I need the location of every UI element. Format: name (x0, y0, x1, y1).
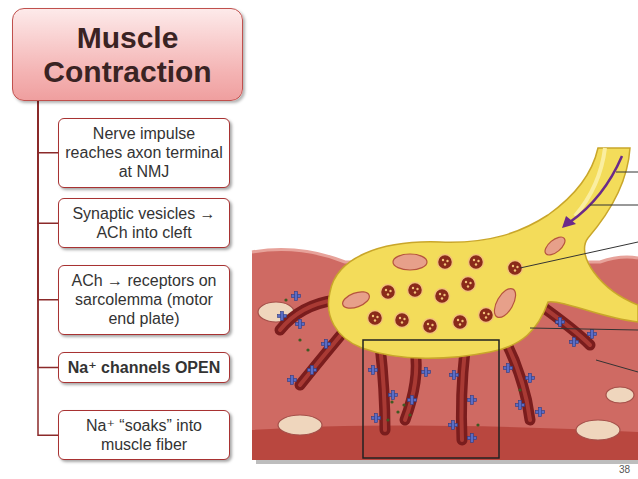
receptor (288, 376, 297, 385)
receptor (504, 364, 513, 373)
ach-molecules (284, 298, 521, 426)
receptor (369, 366, 378, 375)
vesicle (368, 311, 383, 326)
vesicle (461, 277, 476, 292)
receptor (408, 396, 417, 405)
impulse-arrow (570, 156, 622, 222)
zoom-box (363, 340, 499, 458)
illustration-frame (252, 148, 638, 460)
receptor (516, 401, 525, 410)
leader-line (616, 172, 638, 173)
title-text: Muscle Contraction (21, 21, 234, 88)
receptor (588, 330, 597, 339)
fold-lumen (505, 340, 530, 420)
receptor (570, 338, 579, 347)
receptor (389, 391, 398, 400)
impulse-arrowhead (562, 216, 576, 228)
fold-lumen (405, 350, 416, 420)
ach-dot (284, 298, 287, 301)
bracket-connector (38, 101, 58, 223)
step-box: Na⁺ “soaks” into muscle fiber (58, 410, 230, 460)
fold (505, 340, 530, 420)
vesicle (435, 289, 450, 304)
fold-lumen (300, 330, 345, 385)
receptor (308, 366, 317, 375)
synaptic-vesicles (368, 255, 523, 334)
receptor (536, 408, 545, 417)
receptor (322, 340, 331, 349)
leader-line (590, 205, 638, 206)
step-text: Na⁺ “soaks” into muscle fiber (65, 416, 223, 454)
ach-dot (476, 423, 479, 426)
fold (405, 350, 416, 420)
step-text: Na⁺ channels OPEN (65, 358, 223, 377)
receptor (468, 396, 477, 405)
bracket-connector (38, 101, 58, 153)
receptor (372, 414, 381, 423)
vesicle (395, 313, 410, 328)
receptor (449, 421, 458, 430)
fold-lumen (461, 350, 465, 440)
terminal-mitochondrion (340, 289, 371, 312)
receptor (556, 318, 565, 327)
leader-line (596, 360, 638, 372)
terminal-mitochondrion (393, 254, 427, 270)
vesicle (453, 315, 468, 330)
vesicle (381, 285, 396, 300)
vesicle (438, 255, 453, 270)
fold-lumen (540, 305, 590, 345)
step-box: Na⁺ channels OPEN (58, 352, 230, 383)
muscle-mitochondrion (606, 387, 634, 403)
muscle-mitochondrion (278, 415, 322, 435)
receptor (278, 312, 287, 321)
step-box: Synaptic vesicles → ACh into cleft (58, 198, 230, 248)
ach-dot (402, 403, 405, 406)
bracket-connector (38, 101, 58, 435)
fold (461, 350, 465, 440)
page-number: 38 (619, 464, 630, 475)
vesicle (479, 308, 494, 323)
terminal-mitochondrion (490, 285, 520, 321)
fold (540, 305, 590, 345)
leader-line (530, 328, 638, 330)
leader-lines (520, 172, 638, 372)
fold-lumen (280, 300, 590, 440)
ach-dot (306, 348, 309, 351)
muscle-mitochondrion (576, 420, 620, 440)
receptor (296, 320, 305, 329)
receptor (422, 368, 431, 377)
axon-terminal (328, 148, 638, 358)
step-text: ACh → receptors on sarcolemma (motor end… (65, 271, 223, 329)
fold-lumen (280, 300, 335, 330)
vesicle (408, 283, 423, 298)
fold (280, 300, 335, 330)
step-box: Nerve impulse reaches axon terminal at N… (58, 118, 230, 188)
receptor (450, 371, 459, 380)
bracket-connector (38, 101, 58, 367)
step-box: ACh → receptors on sarcolemma (motor end… (58, 265, 230, 335)
vesicle (423, 319, 438, 334)
ach-dot (396, 410, 399, 413)
ach-dot (518, 388, 521, 391)
vesicle (469, 255, 484, 270)
ach-dot (390, 400, 393, 403)
ach-dot (298, 338, 301, 341)
bracket-connector (38, 101, 58, 300)
step-text: Synaptic vesicles → ACh into cleft (65, 204, 223, 242)
ach-dot (408, 413, 411, 416)
fold (300, 330, 345, 385)
receptor (526, 374, 535, 383)
ach-dot (386, 418, 389, 421)
title-box: Muscle Contraction (12, 8, 243, 101)
terminal-mitochondrion (542, 234, 568, 259)
step-text: Nerve impulse reaches axon terminal at N… (65, 124, 223, 182)
junctional-folds (280, 300, 590, 440)
receptor (468, 434, 477, 443)
leader-line (520, 242, 638, 268)
receptor (292, 292, 301, 301)
